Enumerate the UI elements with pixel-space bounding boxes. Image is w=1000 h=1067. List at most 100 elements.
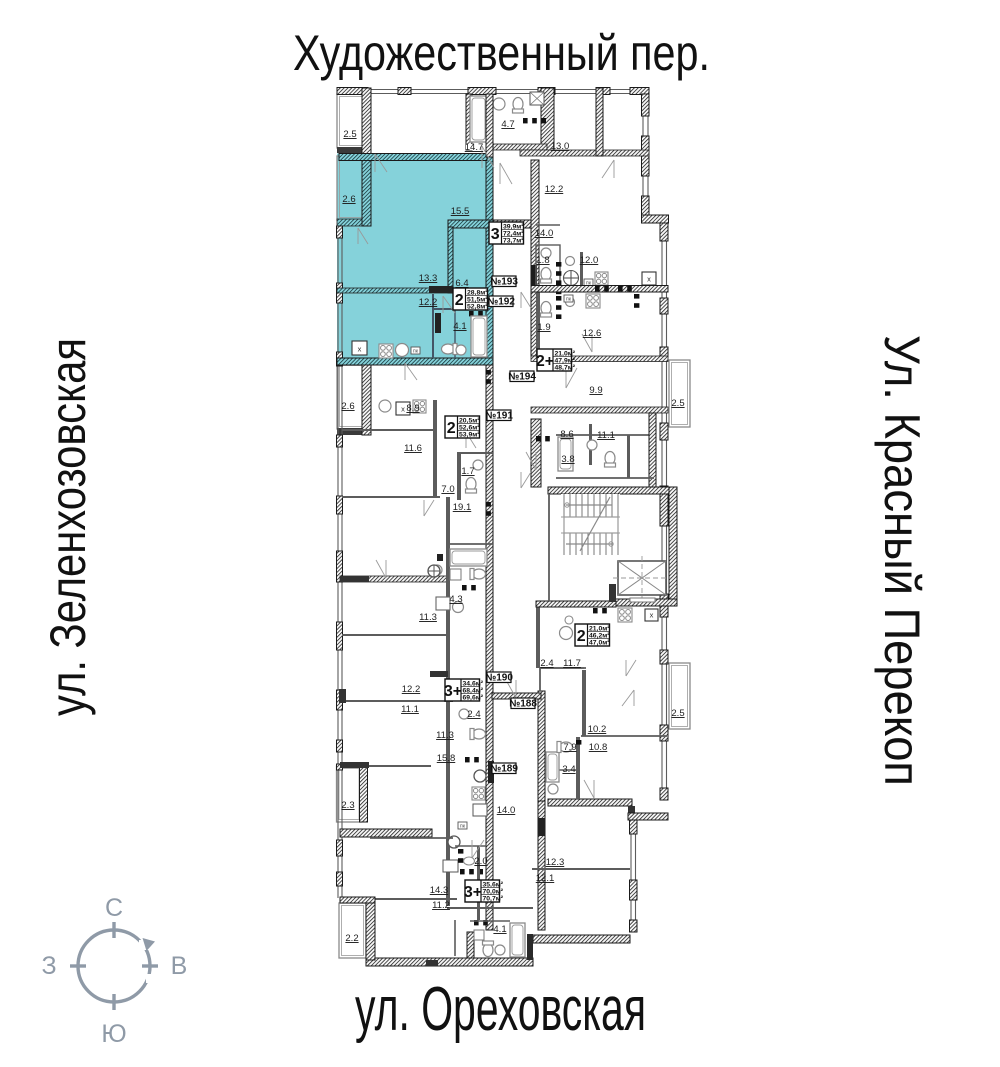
svg-text:ул. Зеленхозовская: ул. Зеленхозовская [40, 338, 96, 716]
svg-text:ул. Ореховская: ул. Ореховская [355, 975, 646, 1044]
svg-text:19.1: 19.1 [453, 502, 472, 513]
svg-text:39,9м²: 39,9м² [503, 223, 524, 230]
svg-text:70,7м²: 70,7м² [483, 895, 504, 902]
svg-text:12.3: 12.3 [546, 857, 565, 868]
svg-text:12.6: 12.6 [583, 328, 602, 339]
svg-text:11.1: 11.1 [597, 430, 615, 441]
svg-text:пк: пк [566, 297, 572, 303]
svg-text:7.0: 7.0 [441, 484, 454, 495]
svg-text:52,8м²: 52,8м² [467, 303, 488, 310]
svg-text:9.9: 9.9 [589, 385, 602, 396]
svg-text:34,6м²: 34,6м² [463, 680, 484, 687]
svg-text:46,2м²: 46,2м² [589, 632, 610, 639]
svg-text:2: 2 [455, 292, 464, 309]
svg-text:2+: 2+ [536, 353, 554, 370]
svg-text:пк: пк [460, 824, 466, 830]
svg-text:№191: №191 [485, 411, 513, 422]
svg-text:З: З [41, 952, 56, 980]
svg-text:Ю: Ю [101, 1020, 126, 1048]
svg-text:11.7: 11.7 [563, 658, 581, 669]
svg-text:10.2: 10.2 [588, 724, 607, 735]
svg-text:1.9: 1.9 [537, 322, 550, 333]
svg-text:12.2: 12.2 [419, 297, 438, 308]
svg-text:14.3: 14.3 [430, 885, 449, 896]
svg-text:№192: №192 [487, 297, 515, 308]
svg-text:47,9м²: 47,9м² [555, 357, 576, 364]
svg-text:52,6м²: 52,6м² [459, 424, 480, 431]
svg-text:№193: №193 [490, 277, 518, 288]
svg-text:14.0: 14.0 [535, 228, 554, 239]
svg-text:№188: №188 [509, 699, 537, 710]
svg-text:3+: 3+ [464, 884, 482, 901]
svg-text:2.0: 2.0 [474, 856, 487, 867]
svg-text:10.8: 10.8 [589, 742, 608, 753]
svg-text:12.2: 12.2 [545, 184, 564, 195]
svg-text:№190: №190 [485, 673, 513, 684]
svg-text:2: 2 [447, 420, 456, 437]
svg-text:x: x [650, 611, 654, 620]
svg-text:13.0: 13.0 [551, 141, 570, 152]
svg-text:3: 3 [491, 226, 500, 243]
svg-text:8.9: 8.9 [406, 403, 419, 414]
svg-text:15.8: 15.8 [437, 753, 456, 764]
svg-text:35,6м²: 35,6м² [483, 881, 504, 888]
svg-text:68,4м²: 68,4м² [463, 687, 484, 694]
svg-text:x: x [401, 405, 405, 414]
svg-text:11.3: 11.3 [419, 612, 437, 623]
svg-text:1.7: 1.7 [461, 466, 474, 477]
svg-text:13.3: 13.3 [419, 273, 438, 284]
svg-text:Ул. Красный Перекоп: Ул. Красный Перекоп [874, 335, 930, 786]
svg-text:С: С [105, 894, 123, 922]
svg-text:72,4м²: 72,4м² [503, 230, 524, 237]
svg-text:2.5: 2.5 [671, 398, 684, 409]
svg-text:53,9м²: 53,9м² [459, 431, 480, 438]
svg-text:2.6: 2.6 [342, 194, 355, 205]
svg-text:2.6: 2.6 [341, 401, 354, 412]
svg-text:№194: №194 [508, 372, 536, 383]
svg-text:Художественный пер.: Художественный пер. [293, 25, 710, 81]
svg-text:11.6: 11.6 [404, 443, 422, 454]
svg-text:3+: 3+ [444, 683, 462, 700]
svg-text:4.1: 4.1 [453, 321, 466, 332]
svg-text:69,6м²: 69,6м² [463, 694, 484, 701]
svg-text:7.9: 7.9 [563, 742, 576, 753]
svg-text:12.0: 12.0 [580, 255, 599, 266]
svg-text:73,7м²: 73,7м² [503, 237, 524, 244]
svg-text:21,0м²: 21,0м² [555, 350, 576, 357]
svg-text:2.3: 2.3 [341, 800, 354, 811]
svg-text:2.4: 2.4 [467, 709, 480, 720]
svg-text:1.8: 1.8 [536, 255, 549, 266]
svg-text:2.5: 2.5 [343, 129, 356, 140]
svg-text:2.2: 2.2 [345, 933, 358, 944]
svg-text:14.7: 14.7 [465, 142, 484, 153]
svg-text:11.1: 11.1 [401, 704, 419, 715]
svg-text:70,0м²: 70,0м² [483, 888, 504, 895]
svg-text:14.0: 14.0 [497, 805, 516, 816]
svg-text:x: x [647, 275, 651, 284]
svg-text:4.3: 4.3 [449, 594, 462, 605]
svg-text:6.4: 6.4 [455, 278, 468, 289]
svg-text:48,7м²: 48,7м² [555, 364, 576, 371]
svg-text:11.3: 11.3 [436, 730, 454, 741]
svg-text:2.5: 2.5 [671, 708, 684, 719]
svg-text:20,5м²: 20,5м² [459, 417, 480, 424]
svg-text:47,0м²: 47,0м² [589, 639, 610, 646]
svg-text:28,8м²: 28,8м² [467, 289, 488, 296]
svg-text:2.4: 2.4 [540, 658, 553, 669]
svg-text:15.5: 15.5 [451, 206, 470, 217]
svg-text:8.6: 8.6 [560, 429, 573, 440]
svg-text:x: x [358, 345, 362, 354]
svg-text:3.8: 3.8 [561, 454, 574, 465]
svg-text:4.1: 4.1 [493, 924, 506, 935]
svg-text:21,0м²: 21,0м² [589, 625, 610, 632]
svg-text:51,5м²: 51,5м² [467, 296, 488, 303]
svg-text:12.1: 12.1 [536, 873, 555, 884]
svg-text:2: 2 [577, 628, 586, 645]
svg-text:4.7: 4.7 [501, 119, 514, 130]
svg-text:3.4: 3.4 [562, 764, 575, 775]
svg-text:№189: №189 [490, 764, 518, 775]
svg-text:В: В [171, 952, 188, 980]
svg-text:12.2: 12.2 [402, 684, 421, 695]
svg-text:пк: пк [586, 281, 592, 287]
svg-text:11.2: 11.2 [432, 900, 450, 911]
